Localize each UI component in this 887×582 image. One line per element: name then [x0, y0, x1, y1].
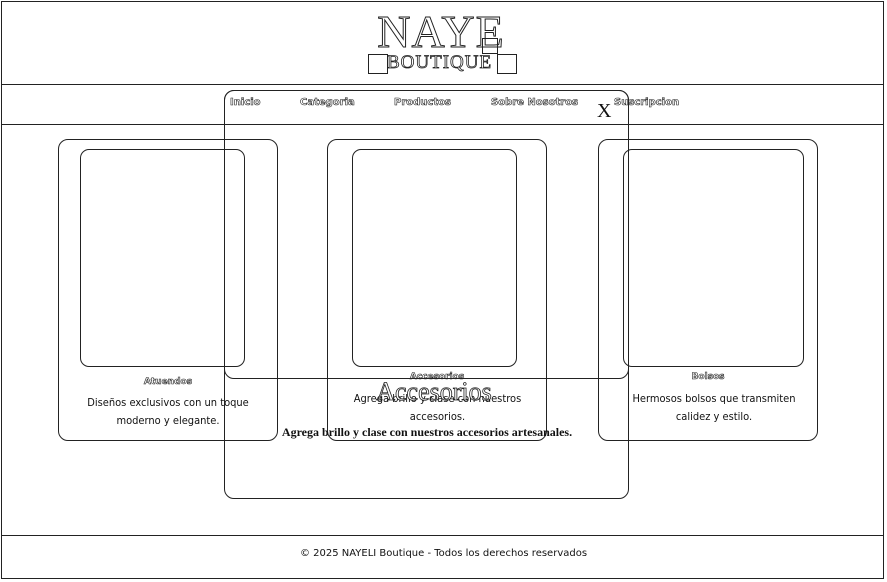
nav-item-categoria[interactable]: Categoria — [300, 97, 355, 109]
card-accesorios[interactable] — [327, 139, 547, 441]
logo-bottom[interactable]: BOUTIQUE — [387, 52, 493, 73]
card-title-atuendos: Atuendos — [143, 377, 193, 388]
modal-image — [224, 90, 629, 379]
modal-close-button[interactable]: X — [597, 100, 612, 122]
nav-item-productos[interactable]: Productos — [394, 97, 452, 109]
modal-desc: Agrega brillo y clase con nuestros acces… — [281, 425, 573, 439]
logo-box-top-right — [482, 38, 498, 54]
card-image-accesorios — [352, 149, 517, 367]
nav-item-sobre-nosotros[interactable]: Sobre Nosotros — [491, 97, 579, 109]
logo-box-left — [368, 54, 388, 74]
nav-item-suscripcion[interactable]: Suscripcion — [614, 97, 680, 109]
card-title-bolsos: Bolsos — [691, 372, 725, 383]
card-bolsos[interactable] — [598, 139, 818, 441]
logo-top[interactable]: NAYE — [377, 6, 505, 57]
card-image-bolsos — [623, 149, 804, 367]
footer-text: © 2025 NAYELI Boutique - Todos los derec… — [299, 548, 588, 559]
card-image-atuendos — [80, 149, 245, 367]
card-desc-accesorios: Agrega brillo y clase con nuestros acces… — [353, 392, 522, 423]
nav-item-inicio[interactable]: Inicio — [230, 97, 261, 109]
card-title-accesorios: Accesorios — [409, 372, 465, 383]
card-atuendos[interactable] — [58, 139, 278, 441]
navbar — [1, 85, 884, 125]
logo-box-right — [497, 54, 517, 74]
card-desc-atuendos: Diseños exclusivos con un toque moderno … — [87, 396, 249, 427]
footer — [1, 535, 884, 575]
modal-title: Accesorios — [376, 377, 492, 407]
card-desc-bolsos: Hermosos bolsos que transmiten calidez y… — [632, 392, 796, 423]
header — [1, 1, 884, 85]
